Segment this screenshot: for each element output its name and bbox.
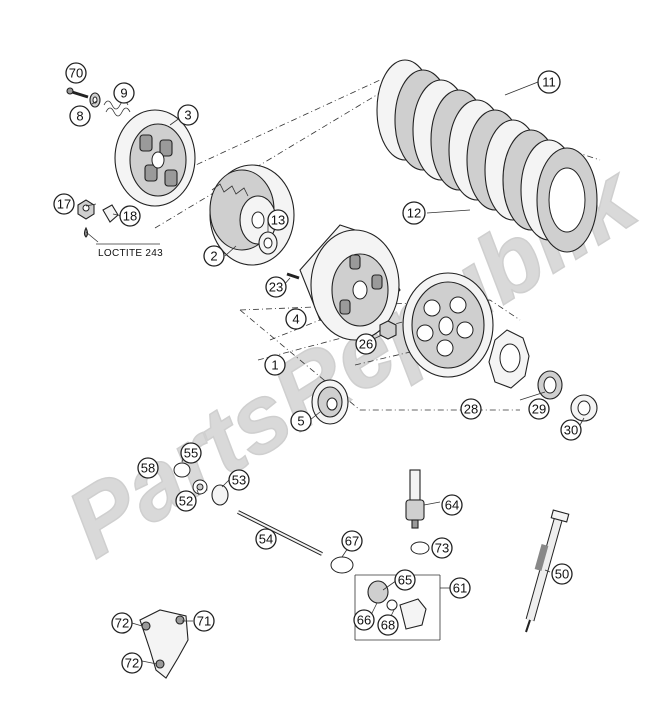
callout-50: 50: [551, 563, 573, 585]
svg-text:2: 2: [210, 249, 217, 264]
callout-11: 11: [537, 70, 561, 94]
part-13-washer: [258, 231, 278, 255]
svg-text:29: 29: [532, 402, 546, 417]
callout-71: 71: [193, 610, 215, 632]
svg-text:58: 58: [141, 461, 155, 476]
part-71-bracket: [139, 609, 189, 679]
svg-text:55: 55: [184, 446, 198, 461]
part-53-piston: [211, 484, 229, 506]
callout-4: 4: [285, 308, 307, 330]
part-67-o-ring: [330, 556, 354, 574]
part-54-push-rod: [237, 510, 323, 556]
svg-text:61: 61: [453, 581, 467, 596]
svg-text:17: 17: [57, 197, 71, 212]
part-26-nut: [379, 320, 397, 340]
part-primary-gear: [402, 272, 494, 378]
svg-text:1: 1: [271, 358, 278, 373]
svg-text:9: 9: [120, 86, 127, 101]
part-8-washer: [89, 92, 101, 108]
part-29-needle-bearing: [537, 370, 563, 400]
callout-64: 64: [441, 494, 463, 516]
callout-58: 58: [137, 457, 159, 479]
svg-text:54: 54: [259, 532, 273, 547]
svg-text:50: 50: [555, 567, 569, 582]
callout-13: 13: [267, 209, 289, 231]
part-28-damper-plate: [488, 329, 530, 389]
svg-text:8: 8: [76, 109, 83, 124]
svg-text:72: 72: [115, 616, 129, 631]
svg-text:67: 67: [345, 534, 359, 549]
callout-68: 68: [377, 614, 399, 636]
callout-5: 5: [290, 410, 312, 432]
loctite-note-text: LOCTITE 243: [98, 248, 163, 259]
svg-text:28: 28: [464, 402, 478, 417]
part-55-o-ring: [173, 462, 191, 478]
svg-text:3: 3: [184, 108, 191, 123]
callout-66: 66: [353, 609, 375, 631]
part-50-syringe: [525, 509, 570, 633]
svg-text:52: 52: [179, 494, 193, 509]
svg-text:68: 68: [381, 618, 395, 633]
callout-26: 26: [355, 333, 377, 355]
svg-text:18: 18: [123, 209, 137, 224]
callout-28: 28: [460, 398, 482, 420]
callout-23: 23: [265, 276, 287, 298]
part-18-lock-washer: [102, 204, 119, 223]
callout-8: 8: [69, 105, 91, 127]
svg-text:23: 23: [269, 280, 283, 295]
svg-text:11: 11: [542, 75, 556, 90]
callout-18: 18: [119, 205, 141, 227]
callout-70: 70: [65, 62, 87, 84]
callout-29: 29: [528, 398, 550, 420]
svg-text:73: 73: [435, 541, 449, 556]
callout-55: 55: [180, 442, 202, 464]
part-52-ring: [192, 479, 208, 495]
callout-9: 9: [113, 82, 135, 104]
svg-text:12: 12: [407, 206, 421, 221]
callouts: 70 8 9 3 11 17 18 2 13 12 23 4 1 26 5 28…: [53, 62, 582, 674]
svg-text:66: 66: [357, 613, 371, 628]
callout-54: 54: [255, 528, 277, 550]
part-64-bleed-valve: [405, 469, 425, 529]
svg-text:4: 4: [292, 312, 299, 327]
callout-53: 53: [228, 469, 250, 491]
svg-text:71: 71: [197, 614, 211, 629]
callout-17: 17: [53, 193, 75, 215]
callout-65: 65: [394, 569, 416, 591]
svg-text:30: 30: [564, 423, 578, 438]
callout-30: 30: [560, 419, 582, 441]
callout-12: 12: [402, 201, 426, 225]
svg-text:65: 65: [398, 573, 412, 588]
callout-1: 1: [264, 354, 286, 376]
callout-3: 3: [177, 104, 199, 126]
part-5-gear: [311, 379, 349, 425]
svg-text:64: 64: [445, 498, 459, 513]
part-1-clutch-basket: [299, 224, 401, 341]
part-23-bolt: [286, 272, 300, 280]
svg-text:13: 13: [271, 213, 285, 228]
svg-text:26: 26: [359, 337, 373, 352]
part-17-nut: [77, 199, 95, 220]
callout-73: 73: [431, 537, 453, 559]
callout-72-top: 72: [111, 612, 133, 634]
svg-text:5: 5: [297, 414, 304, 429]
part-61-slave-cylinder-kit: [354, 574, 441, 641]
svg-text:70: 70: [69, 66, 83, 81]
part-30-bushing: [570, 394, 598, 422]
callout-61: 61: [449, 577, 471, 599]
part-11-12-clutch-plates: [376, 59, 598, 253]
callout-52: 52: [175, 490, 197, 512]
callout-67: 67: [341, 530, 363, 552]
part-70-bolt: [66, 87, 89, 99]
loctite-note: LOCTITE 243: [96, 243, 163, 259]
part-73-washer: [410, 541, 430, 555]
callout-2: 2: [203, 245, 225, 267]
svg-text:72: 72: [125, 656, 139, 671]
part-3-pressure-plate: [114, 109, 196, 207]
svg-text:53: 53: [232, 473, 246, 488]
callout-72-bottom: 72: [121, 652, 143, 674]
